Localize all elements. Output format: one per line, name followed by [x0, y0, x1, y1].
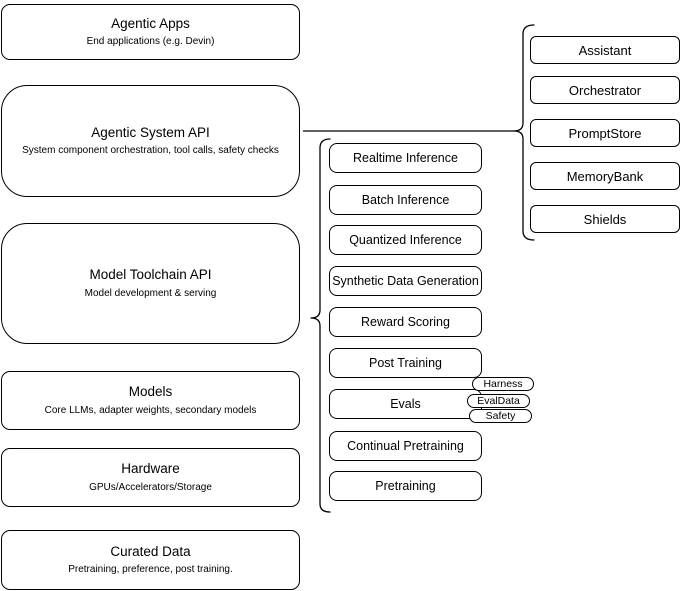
node-title: Model Toolchain API: [89, 267, 212, 283]
node-assistant: Assistant: [530, 36, 680, 64]
node-hardware: Hardware GPUs/Accelerators/Storage: [1, 448, 300, 507]
toolchain-group-brace: [310, 138, 331, 513]
node-subtitle: System component orchestration, tool cal…: [22, 145, 279, 157]
node-realtime-inference: Realtime Inference: [329, 143, 482, 173]
node-memorybank: MemoryBank: [530, 162, 680, 190]
node-model-toolchain-api: Model Toolchain API Model development & …: [1, 223, 300, 344]
node-subtitle: Model development & serving: [84, 287, 217, 299]
node-reward-scoring: Reward Scoring: [329, 307, 482, 337]
node-promptstore: PromptStore: [530, 119, 680, 147]
node-synthetic-data-generation: Synthetic Data Generation: [329, 266, 482, 296]
node-batch-inference: Batch Inference: [329, 185, 482, 215]
node-title: Models: [128, 384, 173, 400]
node-evals: Evals: [329, 389, 482, 419]
node-orchestrator: Orchestrator: [530, 76, 680, 104]
node-title: Agentic Apps: [111, 15, 190, 31]
node-pretraining: Pretraining: [329, 471, 482, 501]
node-agentic-system-api: Agentic System API System component orch…: [1, 85, 300, 197]
node-models: Models Core LLMs, adapter weights, secon…: [1, 371, 300, 430]
node-agentic-apps: Agentic Apps End applications (e.g. Devi…: [1, 4, 300, 60]
node-quantized-inference: Quantized Inference: [329, 225, 482, 255]
node-post-training: Post Training: [329, 348, 482, 378]
node-subtitle: GPUs/Accelerators/Storage: [89, 481, 212, 493]
node-continual-pretraining: Continual Pretraining: [329, 431, 482, 461]
node-subtitle: Core LLMs, adapter weights, secondary mo…: [44, 404, 257, 416]
tag-evaldata: EvalData: [467, 394, 530, 408]
tag-safety: Safety: [469, 409, 532, 423]
tag-harness: Harness: [472, 377, 534, 391]
node-subtitle: End applications (e.g. Devin): [86, 36, 215, 48]
node-title: Curated Data: [110, 543, 191, 559]
node-subtitle: Pretraining, preference, post training.: [68, 564, 233, 576]
node-title: Agentic System API: [91, 124, 210, 140]
node-shields: Shields: [530, 205, 680, 233]
node-title: Hardware: [121, 461, 180, 477]
node-curated-data: Curated Data Pretraining, preference, po…: [1, 530, 300, 590]
